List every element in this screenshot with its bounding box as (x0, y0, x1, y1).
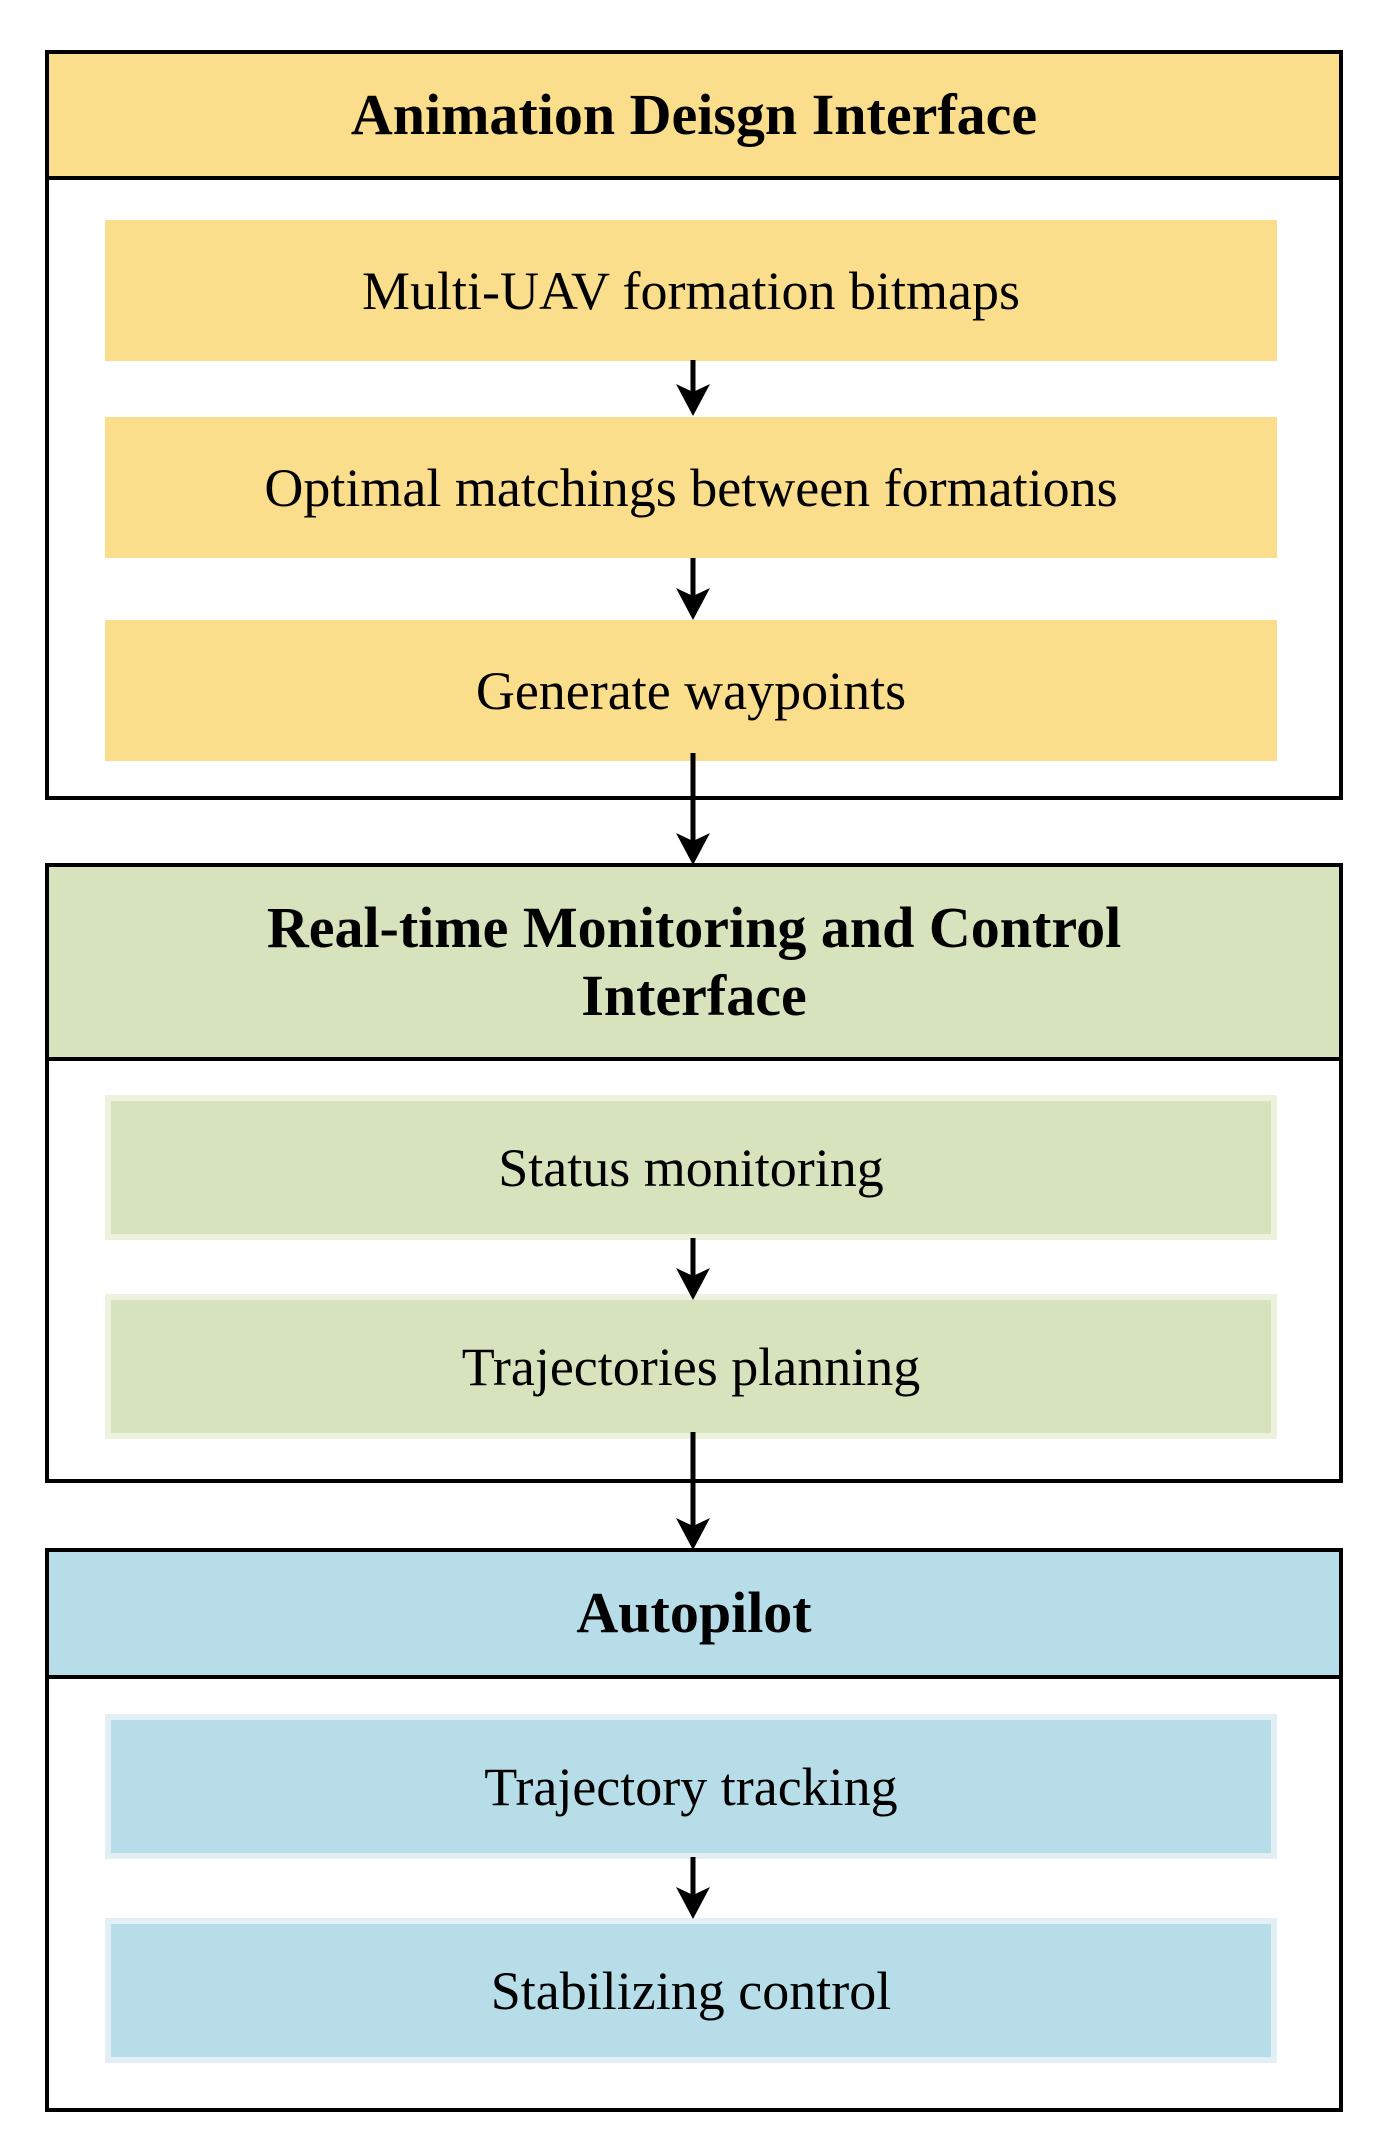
section-title: Animation Deisgn Interface (350, 81, 1038, 147)
section-animation-design-header: Animation Deisgn Interface (49, 54, 1339, 180)
down-arrow-icon (671, 360, 715, 416)
down-arrow-icon (671, 1857, 715, 1919)
section-autopilot-header: Autopilot (49, 1552, 1339, 1679)
down-arrow-icon (671, 558, 715, 620)
process-box-trajectories-planning: Trajectories planning (105, 1294, 1277, 1439)
down-arrow-icon (671, 1238, 715, 1300)
process-box-optimal-matchings: Optimal matchings between formations (105, 417, 1277, 558)
process-box-trajectory-tracking: Trajectory tracking (105, 1714, 1277, 1859)
process-box-status-monitoring: Status monitoring (105, 1095, 1277, 1240)
section-title: Autopilot (576, 1580, 812, 1646)
process-box-multi-uav-formation-bitmaps: Multi-UAV formation bitmaps (105, 220, 1277, 361)
section-realtime-monitoring-header: Real-time Monitoring and Control Interfa… (49, 867, 1339, 1061)
process-box-generate-waypoints: Generate waypoints (105, 620, 1277, 761)
down-arrow-icon (671, 1432, 715, 1550)
section-title: Real-time Monitoring and Control Interfa… (266, 894, 1122, 1028)
down-arrow-icon (671, 753, 715, 865)
process-box-stabilizing-control: Stabilizing control (105, 1918, 1277, 2063)
